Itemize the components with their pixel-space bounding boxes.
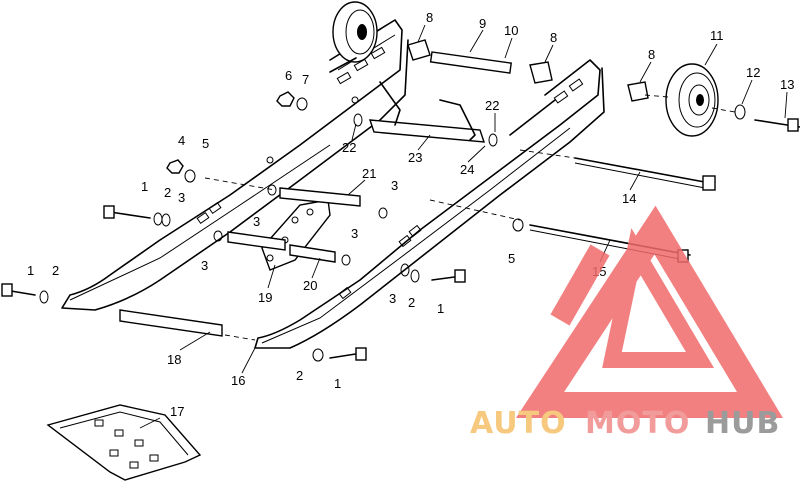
callout-22-right: 22 bbox=[485, 98, 499, 113]
callout-23: 23 bbox=[408, 150, 422, 165]
callout-3-center-top: 3 bbox=[391, 178, 398, 193]
callout-9: 9 bbox=[479, 16, 486, 31]
rear-idler-wheel-left bbox=[332, 1, 378, 63]
rear-axle-assembly bbox=[407, 39, 649, 102]
callout-3-center: 3 bbox=[351, 226, 358, 241]
callout-17: 17 bbox=[170, 404, 184, 419]
left-rail bbox=[61, 19, 409, 311]
callout-22-left: 22 bbox=[342, 140, 356, 155]
lower-shaft bbox=[119, 309, 223, 337]
watermark-word-hub: HUB bbox=[705, 406, 780, 441]
callout-19: 19 bbox=[258, 290, 272, 305]
callout-10: 10 bbox=[504, 23, 518, 38]
cross-shaft-assembly bbox=[353, 81, 556, 147]
callout-1-left-upper: 1 bbox=[141, 179, 148, 194]
callout-8-top: 8 bbox=[426, 10, 433, 25]
watermark-word-moto: MOTO bbox=[585, 406, 690, 441]
callout-8-mid: 8 bbox=[550, 30, 557, 45]
right-rail bbox=[254, 59, 605, 349]
callout-2-far-left: 2 bbox=[52, 263, 59, 278]
callout-1-far-left: 1 bbox=[27, 263, 34, 278]
torque-arm-assembly bbox=[227, 187, 361, 271]
callout-2-right: 2 bbox=[408, 295, 415, 310]
callout-16: 16 bbox=[231, 373, 245, 388]
callout-3-left-lower: 3 bbox=[201, 258, 208, 273]
idler-wheel bbox=[665, 63, 800, 137]
callout-18: 18 bbox=[167, 352, 181, 367]
callout-2-bottom: 2 bbox=[296, 368, 303, 383]
callout-3-left-upper: 3 bbox=[178, 190, 185, 205]
callout-6: 6 bbox=[285, 68, 292, 83]
callout-5-left: 5 bbox=[202, 136, 209, 151]
callout-12: 12 bbox=[746, 65, 760, 80]
callout-leaders bbox=[139, 24, 788, 429]
alignment-lines bbox=[204, 94, 736, 341]
callout-13: 13 bbox=[780, 77, 794, 92]
upper-left-fasteners bbox=[276, 57, 357, 111]
callout-2-left-upper: 2 bbox=[164, 185, 171, 200]
right-side-fasteners bbox=[312, 207, 466, 362]
callout-11: 11 bbox=[710, 28, 724, 43]
watermark-triangle-icon bbox=[515, 205, 783, 418]
callout-8-right: 8 bbox=[648, 47, 655, 62]
callout-14: 14 bbox=[622, 191, 636, 206]
automotohub-watermark: AUTO MOTO HUB bbox=[470, 205, 783, 441]
callout-21: 21 bbox=[362, 166, 376, 181]
callout-7: 7 bbox=[302, 72, 309, 87]
long-bolt bbox=[574, 157, 716, 191]
callout-20: 20 bbox=[303, 278, 317, 293]
callout-3-right: 3 bbox=[389, 291, 396, 306]
slide-plate bbox=[46, 404, 202, 481]
callout-3-left-mid: 3 bbox=[253, 214, 260, 229]
watermark-word-auto: AUTO bbox=[470, 406, 567, 441]
callout-1-right: 1 bbox=[437, 301, 444, 316]
callout-1-bottom: 1 bbox=[334, 376, 341, 391]
callout-4: 4 bbox=[178, 133, 185, 148]
left-side-fasteners bbox=[1, 159, 277, 304]
callout-24: 24 bbox=[460, 162, 474, 177]
callout-5-right: 5 bbox=[508, 251, 515, 266]
